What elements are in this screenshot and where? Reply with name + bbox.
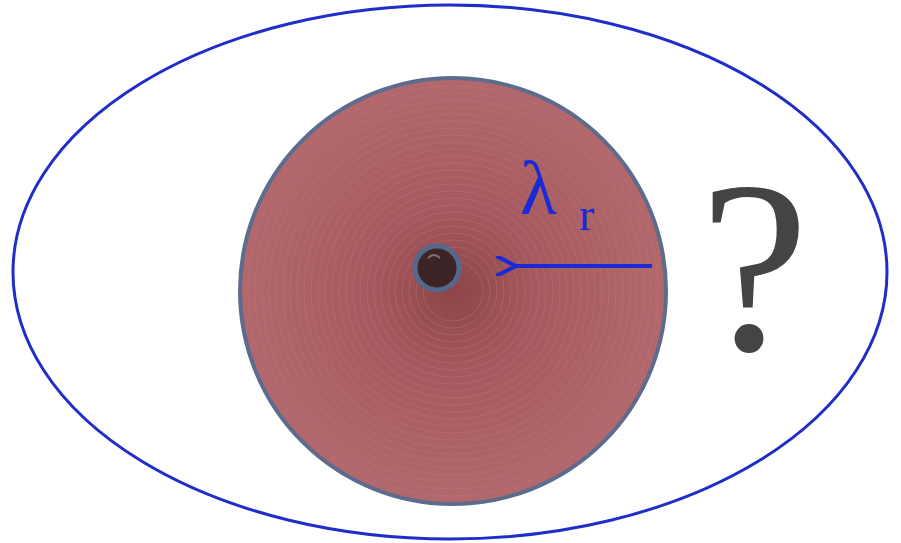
subscript-label: r [579,192,594,238]
disk-groove [374,212,532,370]
disk-groove [297,135,609,447]
disk-groove [311,149,595,433]
disk-groove [395,233,511,349]
hole-detail [428,255,440,258]
disk-groove [255,93,651,489]
disk-rings [248,86,658,496]
outer-ellipse [13,5,887,539]
disk-groove [402,240,504,342]
disk-groove [367,205,539,377]
disk-groove [262,100,644,482]
disk-groove [248,86,658,496]
disk-groove [290,128,616,454]
disk-groove [381,219,525,363]
disk-groove [388,226,518,356]
disk-groove [409,247,497,335]
disk-groove [269,107,637,475]
question-mark: ? [700,145,809,390]
disk-groove [276,114,630,468]
central-hole [415,246,459,290]
disk-groove [304,142,602,440]
disk-groove [360,198,546,384]
symbol-label: λ [520,150,557,226]
radius-arrow [512,264,652,268]
disk [240,78,666,504]
disk-groove [283,121,623,461]
